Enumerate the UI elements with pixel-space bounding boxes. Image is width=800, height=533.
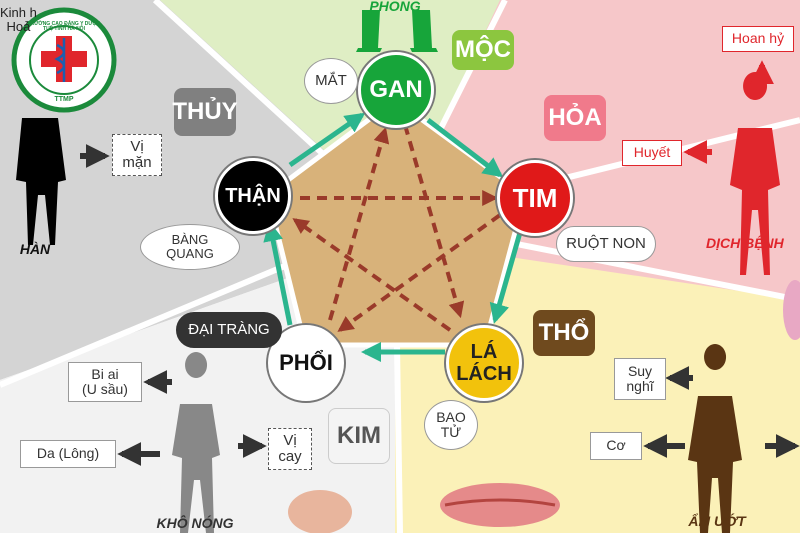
climate-kho-nong: KHÔ NÓNG [156, 514, 234, 531]
label-huyet: Huyết [622, 140, 682, 166]
corner-text: Kinh h Hoả [0, 4, 37, 34]
woman-silhouette-right [730, 72, 780, 275]
label-suy-nghi: Suy nghĩ [614, 358, 666, 400]
organ-phoi: PHỔI [268, 325, 344, 401]
climate-dich-benh: DỊCH BỆNH [706, 235, 784, 252]
legs-silhouette-top [356, 10, 438, 52]
label-vi-man: Vị mặn [112, 134, 162, 176]
label-bi-ai: Bi ai (U sầu) [68, 362, 142, 402]
climate-phong: PHONG [369, 0, 421, 15]
element-tho: THỔ [533, 310, 595, 356]
organ-than: THẬN [215, 158, 291, 234]
lips-image [440, 483, 560, 527]
controlling-cycle [292, 124, 502, 332]
paired-dai-trang: ĐẠI TRÀNG [176, 312, 282, 348]
organ-tim: TIM [497, 160, 573, 236]
logo-text-bottom: TTMP [54, 96, 74, 104]
paired-bao-tu: BAO TỬ [424, 400, 478, 450]
element-hoa: HỎA [544, 95, 606, 141]
man-silhouette-left [16, 62, 66, 245]
nose-image [288, 490, 352, 533]
paired-mat: MẮT [304, 58, 358, 104]
logo-caduceus [54, 38, 66, 82]
paired-ruot-non: RUỘT NON [556, 226, 656, 262]
ear-image [783, 280, 800, 340]
paired-bang-quang: BÀNG QUANG [140, 224, 240, 270]
label-vi-cay: Vị cay [268, 428, 312, 470]
organ-gan: GAN [358, 52, 434, 128]
element-thuy: THỦY [172, 88, 238, 136]
woman-silhouette-bottom-left [172, 352, 220, 533]
man-silhouette-bottom-right [688, 344, 742, 533]
climate-am-uot: ẨM ƯỚT [688, 513, 746, 530]
element-kim: KIM [328, 408, 390, 464]
lips-line [444, 498, 556, 507]
element-moc: MỘC [452, 30, 514, 70]
side-arrows [80, 144, 800, 466]
label-hoan-hy: Hoan hỷ [722, 26, 794, 52]
climate-han: HÀN [19, 241, 51, 258]
label-co: Cơ [590, 432, 642, 460]
generating-cycle [263, 112, 528, 362]
organ-la-lach: LÁ LÁCH [446, 325, 522, 401]
logo-text-top: TRƯỜNG CAO ĐẲNG Y DƯỢC TUỆ TĨNH HÀ NỘI [27, 20, 101, 32]
label-da-long: Da (Lông) [20, 440, 116, 468]
red-arrows [683, 60, 774, 164]
